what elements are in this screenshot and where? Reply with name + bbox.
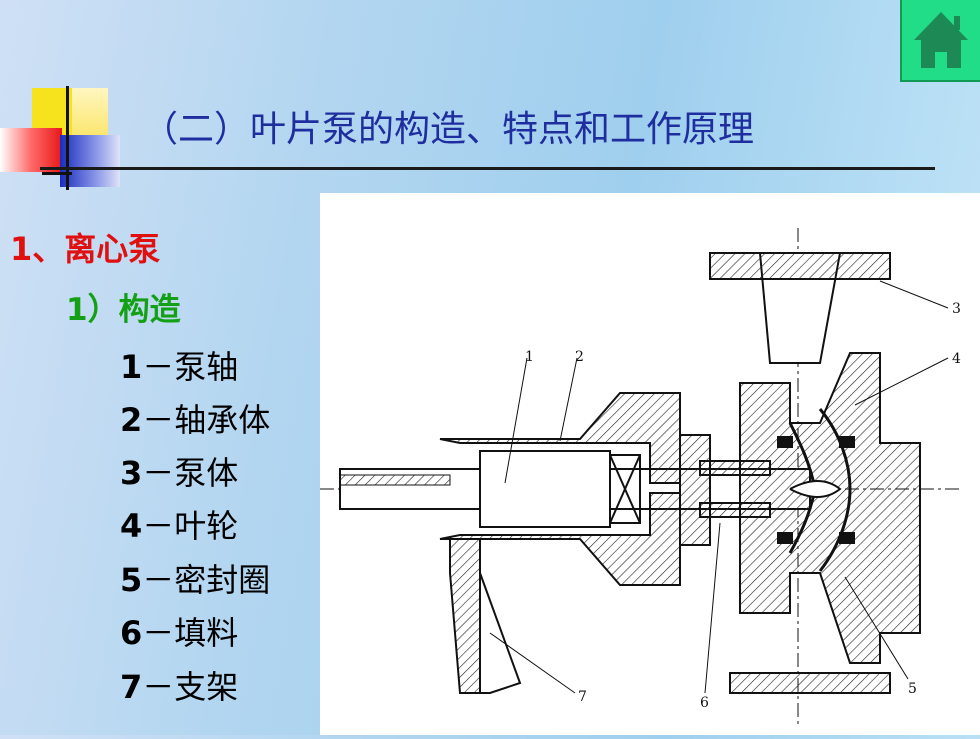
diagram-label: 7	[578, 689, 587, 705]
pump-diagram: 1 2 3 4 5 6 7	[320, 193, 980, 735]
subsection-heading: 1）构造	[66, 292, 181, 328]
page-title: （二）叶片泵的构造、特点和工作原理	[142, 109, 755, 150]
list-item: 7－支架	[120, 668, 239, 706]
list-item: 3－泵体	[120, 454, 239, 492]
home-icon	[914, 12, 968, 68]
diagram-label: 3	[952, 301, 961, 317]
home-button[interactable]	[900, 0, 980, 82]
diagram-label: 2	[575, 349, 584, 365]
diagram-label: 1	[525, 349, 534, 365]
diagram-label: 4	[952, 351, 961, 367]
pump-cross-section: 1 2 3 4 5 6 7	[320, 228, 961, 728]
list-item: 2－轴承体	[120, 401, 271, 439]
list-item: 5－密封圈	[120, 561, 271, 599]
corner-decoration	[0, 0, 140, 200]
diagram-label: 5	[908, 681, 917, 697]
title-divider	[40, 167, 935, 170]
list-item: 1－泵轴	[120, 348, 239, 386]
list-item: 6－填料	[120, 614, 239, 652]
diagram-label: 6	[700, 695, 709, 711]
list-item: 4－叶轮	[120, 507, 239, 545]
section-heading: 1、离心泵	[10, 230, 161, 268]
